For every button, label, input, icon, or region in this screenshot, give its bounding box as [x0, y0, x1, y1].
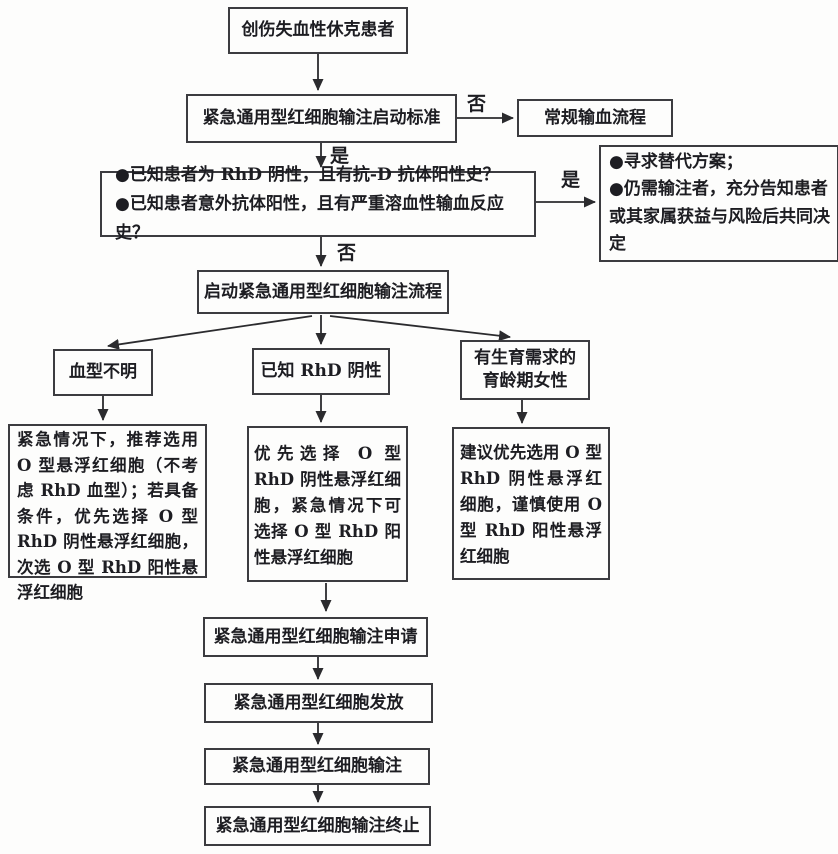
node-start-process: 启动紧急通用型红细胞输注流程 [197, 270, 449, 314]
node-screening-questions: ●已知患者为 RhD 阴性，且有抗-D 抗体阳性史？ ●已知患者意外抗体阳性，且… [100, 165, 536, 243]
node-step-apply: 紧急通用型红细胞输注申请 [203, 617, 428, 657]
node-detail-blood-type-unknown: 紧急情况下，推荐选用 O 型悬浮红细胞（不考虑 RhD 血型）；若具备条件，优先… [8, 424, 207, 602]
node-branch-fertility-women: 有生育需求的育龄期女性 [460, 340, 590, 400]
edge-label-criteria-no: 否 [467, 93, 487, 115]
alternative-line-1: ●寻求替代方案； [609, 151, 743, 172]
node-branch-blood-type-unknown: 血型不明 [53, 349, 153, 396]
edge-label-screen-no: 否 [337, 242, 357, 264]
screening-question-1: ●已知患者为 RhD 阴性，且有抗-D 抗体阳性史？ [115, 164, 500, 185]
node-criteria: 紧急通用型红细胞输注启动标准 [186, 94, 457, 143]
node-routine-transfusion: 常规输血流程 [517, 99, 673, 137]
node-patient: 创伤失血性休克患者 [228, 7, 408, 54]
node-step-issue: 紧急通用型红细胞发放 [204, 683, 433, 723]
node-step-transfuse: 紧急通用型红细胞输注 [204, 748, 430, 785]
edge-label-criteria-yes: 是 [330, 145, 350, 167]
edge-label-screen-yes: 是 [561, 169, 581, 191]
node-branch-known-rhd-negative: 已知 RhD 阴性 [252, 348, 390, 395]
node-detail-fertility-women: 建议优先选用 O 型 RhD 阴性悬浮红细胞，谨慎使用 O 型 RhD 阳性悬浮… [452, 427, 610, 580]
node-step-terminate: 紧急通用型红细胞输注终止 [204, 806, 431, 846]
node-alternative-plan: ●寻求替代方案； ●仍需输注者，充分告知患者或其家属获益与风险后共同决定 [599, 145, 838, 262]
screening-question-2: ●已知患者意外抗体阳性，且有严重溶血性输血反应史？ [115, 193, 504, 243]
node-detail-known-rhd-negative: 优先选择 O 型 RhD 阴性悬浮红细胞，紧急情况下可选择 O 型 RhD 阳性… [247, 426, 408, 582]
alternative-line-2: ●仍需输注者，充分告知患者或其家属获益与风险后共同决定 [609, 179, 830, 254]
